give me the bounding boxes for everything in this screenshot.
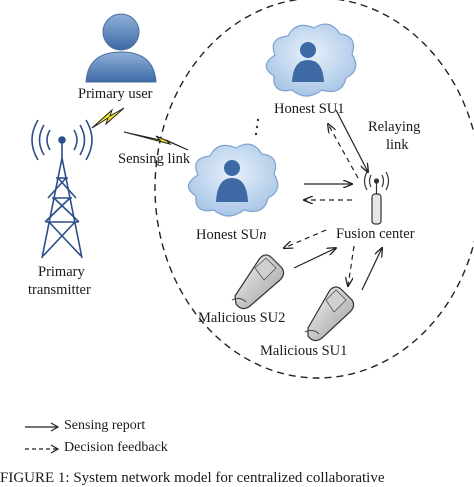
legend-solid-arrow-icon bbox=[25, 422, 60, 432]
wireless-bolt-upper bbox=[91, 107, 125, 129]
arrow-msu2-feedback bbox=[284, 229, 327, 248]
primary-transmitter-label-line2: transmitter bbox=[28, 282, 91, 298]
arrow-su1-report bbox=[335, 109, 368, 172]
relaying-link-label-line2: link bbox=[386, 137, 409, 153]
arrow-msu1-feedback bbox=[348, 245, 355, 286]
figure-caption: FIGURE 1: System network model for centr… bbox=[0, 470, 385, 486]
arrow-msu1-report bbox=[361, 248, 382, 291]
primary-transmitter-label-line1: Primary bbox=[38, 264, 85, 280]
wireless-bolt-sensing bbox=[123, 131, 189, 151]
fusion-center-label: Fusion center bbox=[336, 226, 415, 242]
legend-sensing-report-text: Sensing report bbox=[64, 418, 146, 433]
primary-user-label: Primary user bbox=[78, 86, 153, 102]
honest-su1-label: Honest SU1 bbox=[274, 101, 345, 117]
honest-sun-cloud-icon bbox=[187, 143, 279, 217]
honest-su1-cloud-icon bbox=[265, 23, 357, 97]
relaying-link-label-line1: Relaying bbox=[368, 119, 421, 135]
legend-sensing-report: Sensing report bbox=[24, 418, 224, 436]
arrow-msu2-report bbox=[293, 248, 336, 269]
arrow-su1-feedback bbox=[328, 124, 359, 179]
transmitter-tower-icon bbox=[31, 119, 93, 259]
honest-sun-label: Honest SUn bbox=[196, 228, 267, 243]
malicious-su1-label: Malicious SU1 bbox=[260, 343, 348, 359]
network-boundary bbox=[154, 0, 474, 379]
malicious-su1-phone-icon bbox=[304, 286, 355, 342]
malicious-su2-phone-icon bbox=[231, 254, 285, 310]
honest-sun-label-prefix: Honest SU bbox=[196, 227, 260, 243]
fusion-center-antenna-icon bbox=[363, 171, 390, 225]
legend-decision-feedback: Decision feedback bbox=[24, 440, 244, 458]
honest-sun-label-subscript: n bbox=[259, 227, 267, 243]
sensing-link-label: Sensing link bbox=[118, 151, 191, 167]
primary-user-icon bbox=[85, 13, 157, 83]
legend-decision-feedback-text: Decision feedback bbox=[64, 440, 168, 455]
malicious-su2-label: Malicious SU2 bbox=[198, 310, 286, 326]
legend-dashed-arrow-icon bbox=[25, 444, 60, 454]
ellipsis-dots bbox=[254, 118, 260, 136]
